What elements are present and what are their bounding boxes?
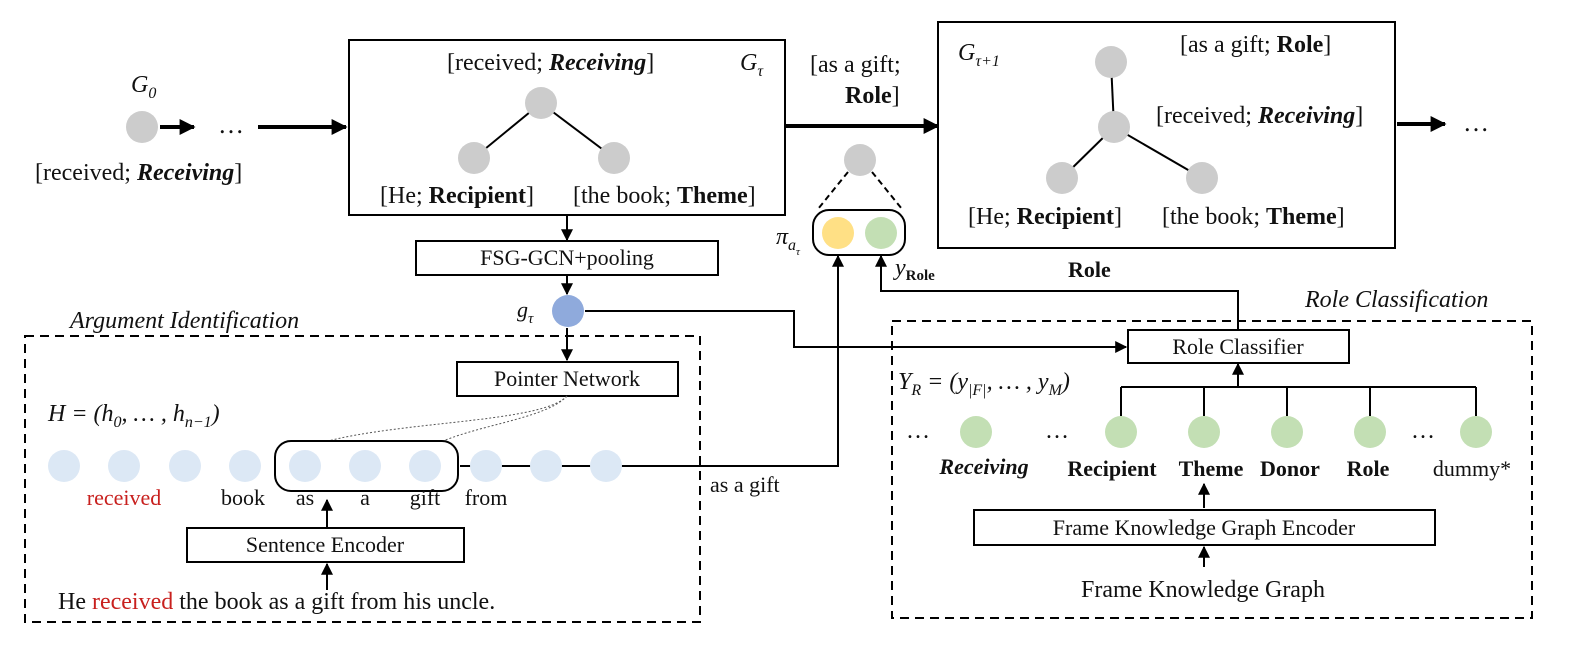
g-tau-box xyxy=(348,39,786,216)
span-to-action-arrow xyxy=(620,254,844,467)
g0-label: G0 xyxy=(131,72,156,102)
sentence-encoder-box xyxy=(186,527,465,563)
token-node xyxy=(530,450,562,482)
role-classification-region xyxy=(891,320,1533,619)
token-node xyxy=(108,450,140,482)
transition-label-2: Role] xyxy=(845,83,900,109)
frame-ellipsis-1: … xyxy=(906,418,930,444)
role-classification-title: Role Classification xyxy=(1304,287,1488,313)
yr-symbol: YR = (y|F|, … , yM) xyxy=(898,369,1070,399)
g-tau-root-label: [received; Receiving] xyxy=(447,50,654,76)
y-role-symbol: yRole xyxy=(893,255,935,284)
pointer-network-box xyxy=(456,361,679,397)
g-tau-left-node xyxy=(458,142,490,174)
g-tau-plus-1-right-label: [the book; Theme] xyxy=(1162,204,1345,230)
token-node xyxy=(289,450,321,482)
pointer-network-label: Pointer Network xyxy=(494,366,640,391)
g-to-role-classifier-arrow xyxy=(585,310,1128,353)
token-label-from: from xyxy=(465,485,508,510)
g-tau-plus-1-mid-node xyxy=(1098,111,1130,143)
pointer-start-arrow xyxy=(304,395,568,449)
g-tau-plus-1-edge-right xyxy=(1113,126,1203,179)
token-node xyxy=(409,450,441,482)
sentence-encoder-label: Sentence Encoder xyxy=(246,532,405,557)
final-ellipsis: … xyxy=(1463,108,1489,137)
graph-g0: G0 … [received; Receiving] xyxy=(35,72,348,186)
g-tau-right-label: [the book; Theme] xyxy=(573,183,756,209)
g-tau-plus-1-left-node xyxy=(1046,162,1078,194)
input-sentence: He received the book as a gift from his … xyxy=(58,589,495,615)
frame-node xyxy=(1271,416,1303,448)
g-tau-plus-1-mid-label: [received; Receiving] xyxy=(1156,103,1363,129)
pointer-end-arrow xyxy=(427,395,568,449)
g-tau-left-label: [He; Recipient] xyxy=(380,183,534,209)
frame-label-receiving: Receiving xyxy=(938,454,1028,479)
action-green-node xyxy=(865,217,897,249)
g-tau-plus-1-box xyxy=(937,21,1396,249)
fsg-gcn-label: FSG-GCN+pooling xyxy=(480,245,654,270)
g-tau-plus-1-left-label: [He; Recipient] xyxy=(968,204,1122,230)
frame-node xyxy=(1460,416,1492,448)
g0-ellipsis: … xyxy=(218,110,244,139)
frame-label-donor: Donor xyxy=(1260,456,1320,481)
token-node xyxy=(48,450,80,482)
token-label-a: a xyxy=(360,485,370,510)
as-a-gift-label: as a gift xyxy=(710,472,780,497)
g-tau-label: Gτ xyxy=(740,50,764,80)
graph-g-tau: Gτ [received; Receiving] [He; Recipient]… xyxy=(348,39,786,216)
frame-label-recipient: Recipient xyxy=(1067,456,1157,481)
action-dash-left xyxy=(817,171,849,210)
frame-node xyxy=(1354,416,1386,448)
fkg-encoder-box xyxy=(973,509,1436,546)
action-yellow-node xyxy=(822,217,854,249)
g-tau-plus-1-top-node xyxy=(1095,46,1127,78)
token-label-as: as xyxy=(296,485,314,510)
token-label-book: book xyxy=(221,485,265,510)
frame-label-dummy: dummy* xyxy=(1433,456,1511,481)
fkg-encoder-label: Frame Knowledge Graph Encoder xyxy=(1053,515,1356,540)
g-tau-node xyxy=(552,295,584,327)
g-tau-root-node xyxy=(525,87,557,119)
frame-node xyxy=(1188,416,1220,448)
g-tau-plus-1-right-node xyxy=(1186,162,1218,194)
role-classifier-box xyxy=(1127,329,1350,364)
frame-label-role: Role xyxy=(1347,456,1390,481)
transition-label-1: [as a gift; xyxy=(810,52,901,78)
g-tau-plus-1-top-label: [as a gift; Role] xyxy=(1180,32,1331,58)
argument-identification-region xyxy=(24,335,701,623)
g-tau-symbol: gτ xyxy=(517,297,534,327)
fkg-label: Frame Knowledge Graph xyxy=(1081,577,1325,603)
frame-node xyxy=(1105,416,1137,448)
g-tau-right-node xyxy=(598,142,630,174)
argument-identification-title: Argument Identification xyxy=(68,308,299,334)
frame-ellipsis-3: … xyxy=(1411,418,1435,444)
frame-node xyxy=(960,416,992,448)
frame-label-theme: Theme xyxy=(1179,456,1244,481)
g-tau-plus-1-label: Gτ+1 xyxy=(958,40,1000,70)
graph-g-tau-plus-1: Gτ+1 [as a gift; Role] [received; Receiv… xyxy=(937,21,1396,249)
token-nodes xyxy=(48,450,622,482)
action-node-group: πaτ yRole Role xyxy=(776,144,1111,284)
role-classifier-label: Role Classifier xyxy=(1172,334,1304,359)
action-node xyxy=(844,144,876,176)
fsg-gcn-box xyxy=(415,240,719,276)
token-node xyxy=(349,450,381,482)
token-node xyxy=(470,450,502,482)
frame-ellipsis-2: … xyxy=(1045,418,1069,444)
g0-node-label: [received; Receiving] xyxy=(35,160,242,186)
role-to-action-arrow xyxy=(875,254,1239,332)
token-node xyxy=(169,450,201,482)
token-node xyxy=(590,450,622,482)
h-sequence-symbol: H = (h0, … , hn−1) xyxy=(47,401,220,431)
token-label-received: received xyxy=(87,485,162,510)
pi-symbol: πaτ xyxy=(776,224,801,258)
token-label-gift: gift xyxy=(410,485,441,510)
g0-node xyxy=(126,111,158,143)
action-dash-right xyxy=(871,171,903,210)
role-label: Role xyxy=(1068,257,1111,282)
token-node xyxy=(229,450,261,482)
frame-nodes xyxy=(960,416,1492,448)
